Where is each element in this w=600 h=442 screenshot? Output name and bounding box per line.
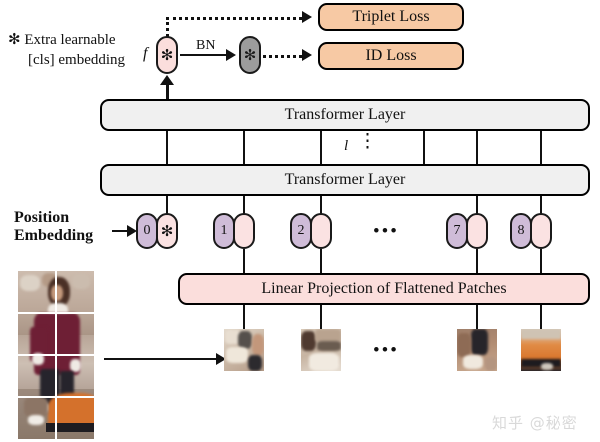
bn-label: BN (196, 38, 216, 53)
tf-connector-6 (540, 131, 542, 164)
arrowhead-to-f (160, 75, 174, 85)
linear-projection-box: Linear Projection of Flattened Patches (178, 273, 590, 305)
patch-token-pill-2 (310, 213, 332, 249)
transformer-layer-bottom-label: Transformer Layer (284, 171, 406, 188)
id-loss-label: ID Loss (365, 47, 417, 64)
arrowhead-id-loss (302, 49, 312, 61)
source-image (18, 271, 94, 439)
dotted-line-to-triplet (166, 17, 302, 20)
line-tf-to-f (166, 84, 169, 100)
patch-token-pill-7 (466, 213, 488, 249)
arrowhead-bn (226, 49, 236, 61)
arrowhead-position-embedding (127, 225, 137, 237)
tf-connector-4 (423, 131, 425, 164)
transformer-layer-bottom: Transformer Layer (100, 164, 590, 196)
dotted-line-f-up (166, 17, 169, 37)
arrowhead-triplet-loss (302, 11, 312, 23)
tf-connector-5 (476, 131, 478, 164)
bn-arrow-line (180, 54, 226, 56)
bn-feature-pill: ✻ (239, 36, 261, 74)
bn-star-icon: ✻ (243, 45, 257, 64)
tf-connector-3 (320, 131, 322, 164)
legend-extra-learnable: ✻ Extra learnable (8, 32, 116, 49)
position-pill-1: 1 (213, 213, 235, 249)
triplet-loss-label: Triplet Loss (352, 8, 430, 25)
transformer-layer-top: Transformer Layer (100, 99, 590, 131)
token-connector-8 (540, 196, 542, 218)
position-pill-8-label: 8 (517, 223, 525, 238)
legend-star-icon: ✻ (8, 30, 21, 48)
layer-repeat-dots: ⋮ (358, 131, 377, 152)
position-pill-1-label: 1 (220, 223, 228, 238)
tf-connector-1 (166, 131, 168, 164)
patch-token-pill-1 (233, 213, 255, 249)
tf-connector-2 (243, 131, 245, 164)
patch-thumbnail-2 (301, 329, 341, 371)
position-pill-7: 7 (446, 213, 468, 249)
lp-connector-2 (320, 249, 322, 273)
layer-repeat-label: l (344, 138, 349, 154)
legend-line-2: [cls] embedding (28, 52, 126, 68)
token-connector-2 (320, 196, 322, 218)
position-pill-2-label: 2 (297, 223, 305, 238)
patch-connector-7 (476, 305, 478, 329)
feature-f-label: f (143, 45, 148, 62)
lp-connector-1 (243, 249, 245, 273)
cls-token-pill: ✻ (156, 213, 178, 249)
patch-thumbnail-1 (224, 329, 264, 371)
id-loss-box: ID Loss (318, 42, 464, 70)
patch-ellipsis: ••• (373, 340, 399, 361)
legend-extra-learnable-line2: [cls] embedding (28, 52, 125, 69)
position-pill-7-label: 7 (453, 223, 461, 238)
source-image-scene (18, 271, 94, 439)
triplet-loss-box: Triplet Loss (318, 3, 464, 31)
position-pill-8: 8 (510, 213, 532, 249)
transformer-layer-top-label: Transformer Layer (284, 106, 406, 123)
position-embedding-label-line1: Position (14, 209, 70, 226)
position-embedding-label-line2: Embedding (14, 227, 94, 244)
lp-connector-8 (540, 249, 542, 273)
patch-token-pill-8 (530, 213, 552, 249)
lp-connector-7 (476, 249, 478, 273)
token-connector-1 (243, 196, 245, 218)
token-ellipsis: ••• (373, 221, 399, 242)
legend-line-1: Extra learnable (24, 32, 116, 48)
cls-star-icon: ✻ (160, 45, 174, 64)
token-connector-7 (476, 196, 478, 218)
patch-thumbnail-8 (521, 329, 561, 371)
cls-feature-pill: ✻ (156, 36, 178, 74)
position-pill-2: 2 (290, 213, 312, 249)
position-pill-0: 0 (136, 213, 158, 249)
patch-connector-8 (540, 305, 542, 329)
source-to-patches-arrow-line (104, 358, 216, 360)
patch-thumbnail-7 (457, 329, 497, 371)
cls-token-star-icon: ✻ (160, 221, 174, 240)
dotted-line-to-id (263, 55, 302, 58)
patch-connector-1 (243, 305, 245, 329)
watermark: 知乎 @秘密 (492, 414, 578, 432)
position-pill-0-label: 0 (143, 223, 151, 238)
position-embedding-arrow-line (112, 230, 128, 232)
token-connector-0 (166, 196, 168, 218)
linear-projection-label: Linear Projection of Flattened Patches (261, 280, 507, 297)
arrowhead-to-patches (216, 353, 226, 365)
patch-connector-2 (320, 305, 322, 329)
